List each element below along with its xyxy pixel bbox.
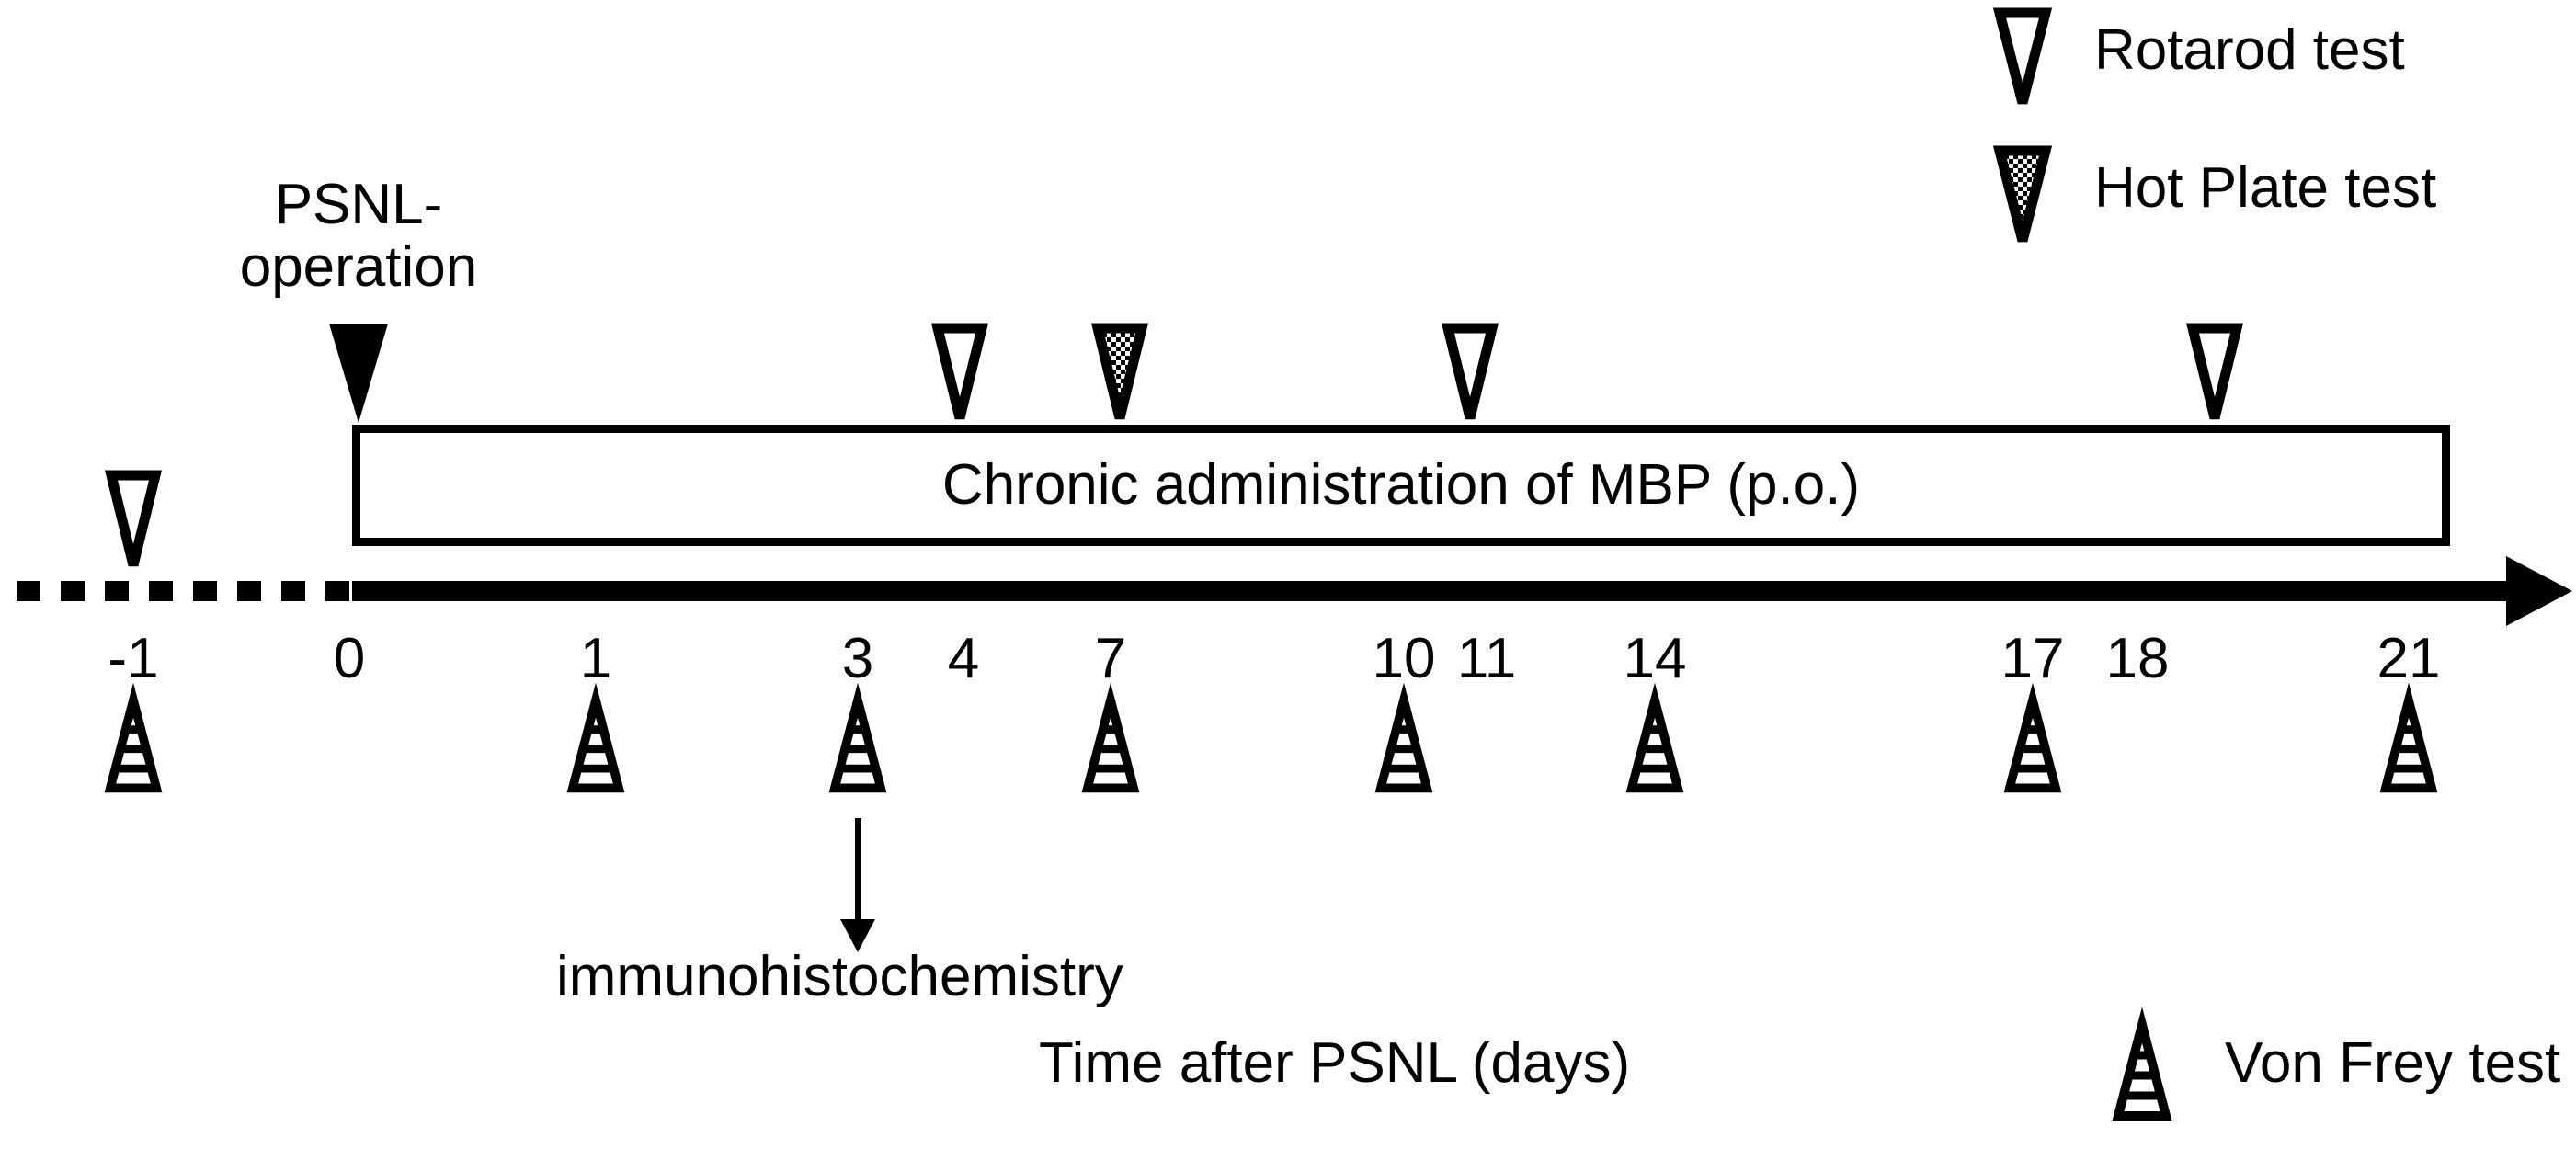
hollow-down-triangle-icon [1992,7,2053,105]
treatment-period-box [352,425,2450,546]
x-axis-caption: Time after PSNL (days) [1039,1031,1631,1095]
marker-von-frey-day-1 [566,682,625,794]
immunohistochemistry-arrow-head [840,919,875,952]
treatment-period-label: Chronic administration of MBP (p.o.) [941,453,1861,517]
hollow-down-triangle-icon [930,323,989,420]
timeline-axis-solid-segment [352,581,2517,601]
marker-rotarod-day-4 [930,323,989,423]
marker-rotarod-day-11 [1441,323,1499,423]
marker-von-frey-day-10 [1374,682,1433,794]
immunohistochemistry-label: immunohistochemistry [556,945,1123,1008]
tick-label-18: 18 [2105,627,2170,690]
tick-label-7: 7 [1094,627,1127,690]
tick-label-3: 3 [841,627,874,690]
ladder-up-triangle-icon [104,682,163,793]
legend-label-hot-plate: Hot Plate test [2094,156,2437,220]
ladder-up-triangle-icon [566,682,625,793]
hollow-down-triangle-icon [2185,323,2244,420]
hollow-down-triangle-icon [1441,323,1499,420]
tick-label-14: 14 [1623,627,1687,690]
marker-von-frey-day-minus-1 [104,682,163,794]
ladder-up-triangle-icon [828,682,887,793]
checkered-down-triangle-icon [1090,323,1149,420]
marker-von-frey-day-14 [1625,682,1684,794]
ladder-up-triangle-icon [1374,682,1433,793]
tick-label-minus-1: -1 [108,627,159,690]
immunohistochemistry-arrow-shaft [855,818,861,928]
legend-label-von-frey: Von Frey test [2225,1031,2561,1095]
checkered-down-triangle-icon [1992,145,2053,243]
ladder-up-triangle-icon [1625,682,1684,793]
legend-item-rotarod [1992,7,2053,108]
ladder-up-triangle-icon [2112,1007,2172,1121]
legend-item-hot-plate [1992,145,2053,246]
marker-von-frey-day-7 [1081,682,1140,794]
ladder-up-triangle-icon [2003,682,2062,793]
marker-hot-plate-day-7 [1090,323,1149,423]
marker-rotarod-day-minus-1 [104,470,163,570]
tick-label-0: 0 [333,627,366,690]
tick-label-11: 11 [1456,627,1517,690]
tick-label-17: 17 [2000,627,2065,690]
timeline-axis-dashed-segment [17,581,352,601]
legend-label-rotarod: Rotarod test [2094,18,2405,82]
tick-label-1: 1 [579,627,612,690]
marker-von-frey-day-17 [2003,682,2062,794]
marker-von-frey-day-3 [828,682,887,794]
legend-item-von-frey [2112,1007,2172,1121]
tick-label-21: 21 [2377,627,2441,690]
psnl-label-line2: operation [239,235,478,299]
psnl-label-line1: PSNL- [274,173,443,236]
timeline-axis-arrowhead [2506,556,2572,626]
psnl-operation-marker [329,324,388,423]
ladder-up-triangle-icon [1081,682,1140,793]
ladder-up-triangle-icon [2379,682,2438,793]
marker-rotarod-day-18 [2185,323,2244,423]
tick-label-10: 10 [1372,627,1436,690]
tick-label-4: 4 [947,627,980,690]
hollow-down-triangle-icon [104,470,163,567]
marker-von-frey-day-21 [2379,682,2438,794]
